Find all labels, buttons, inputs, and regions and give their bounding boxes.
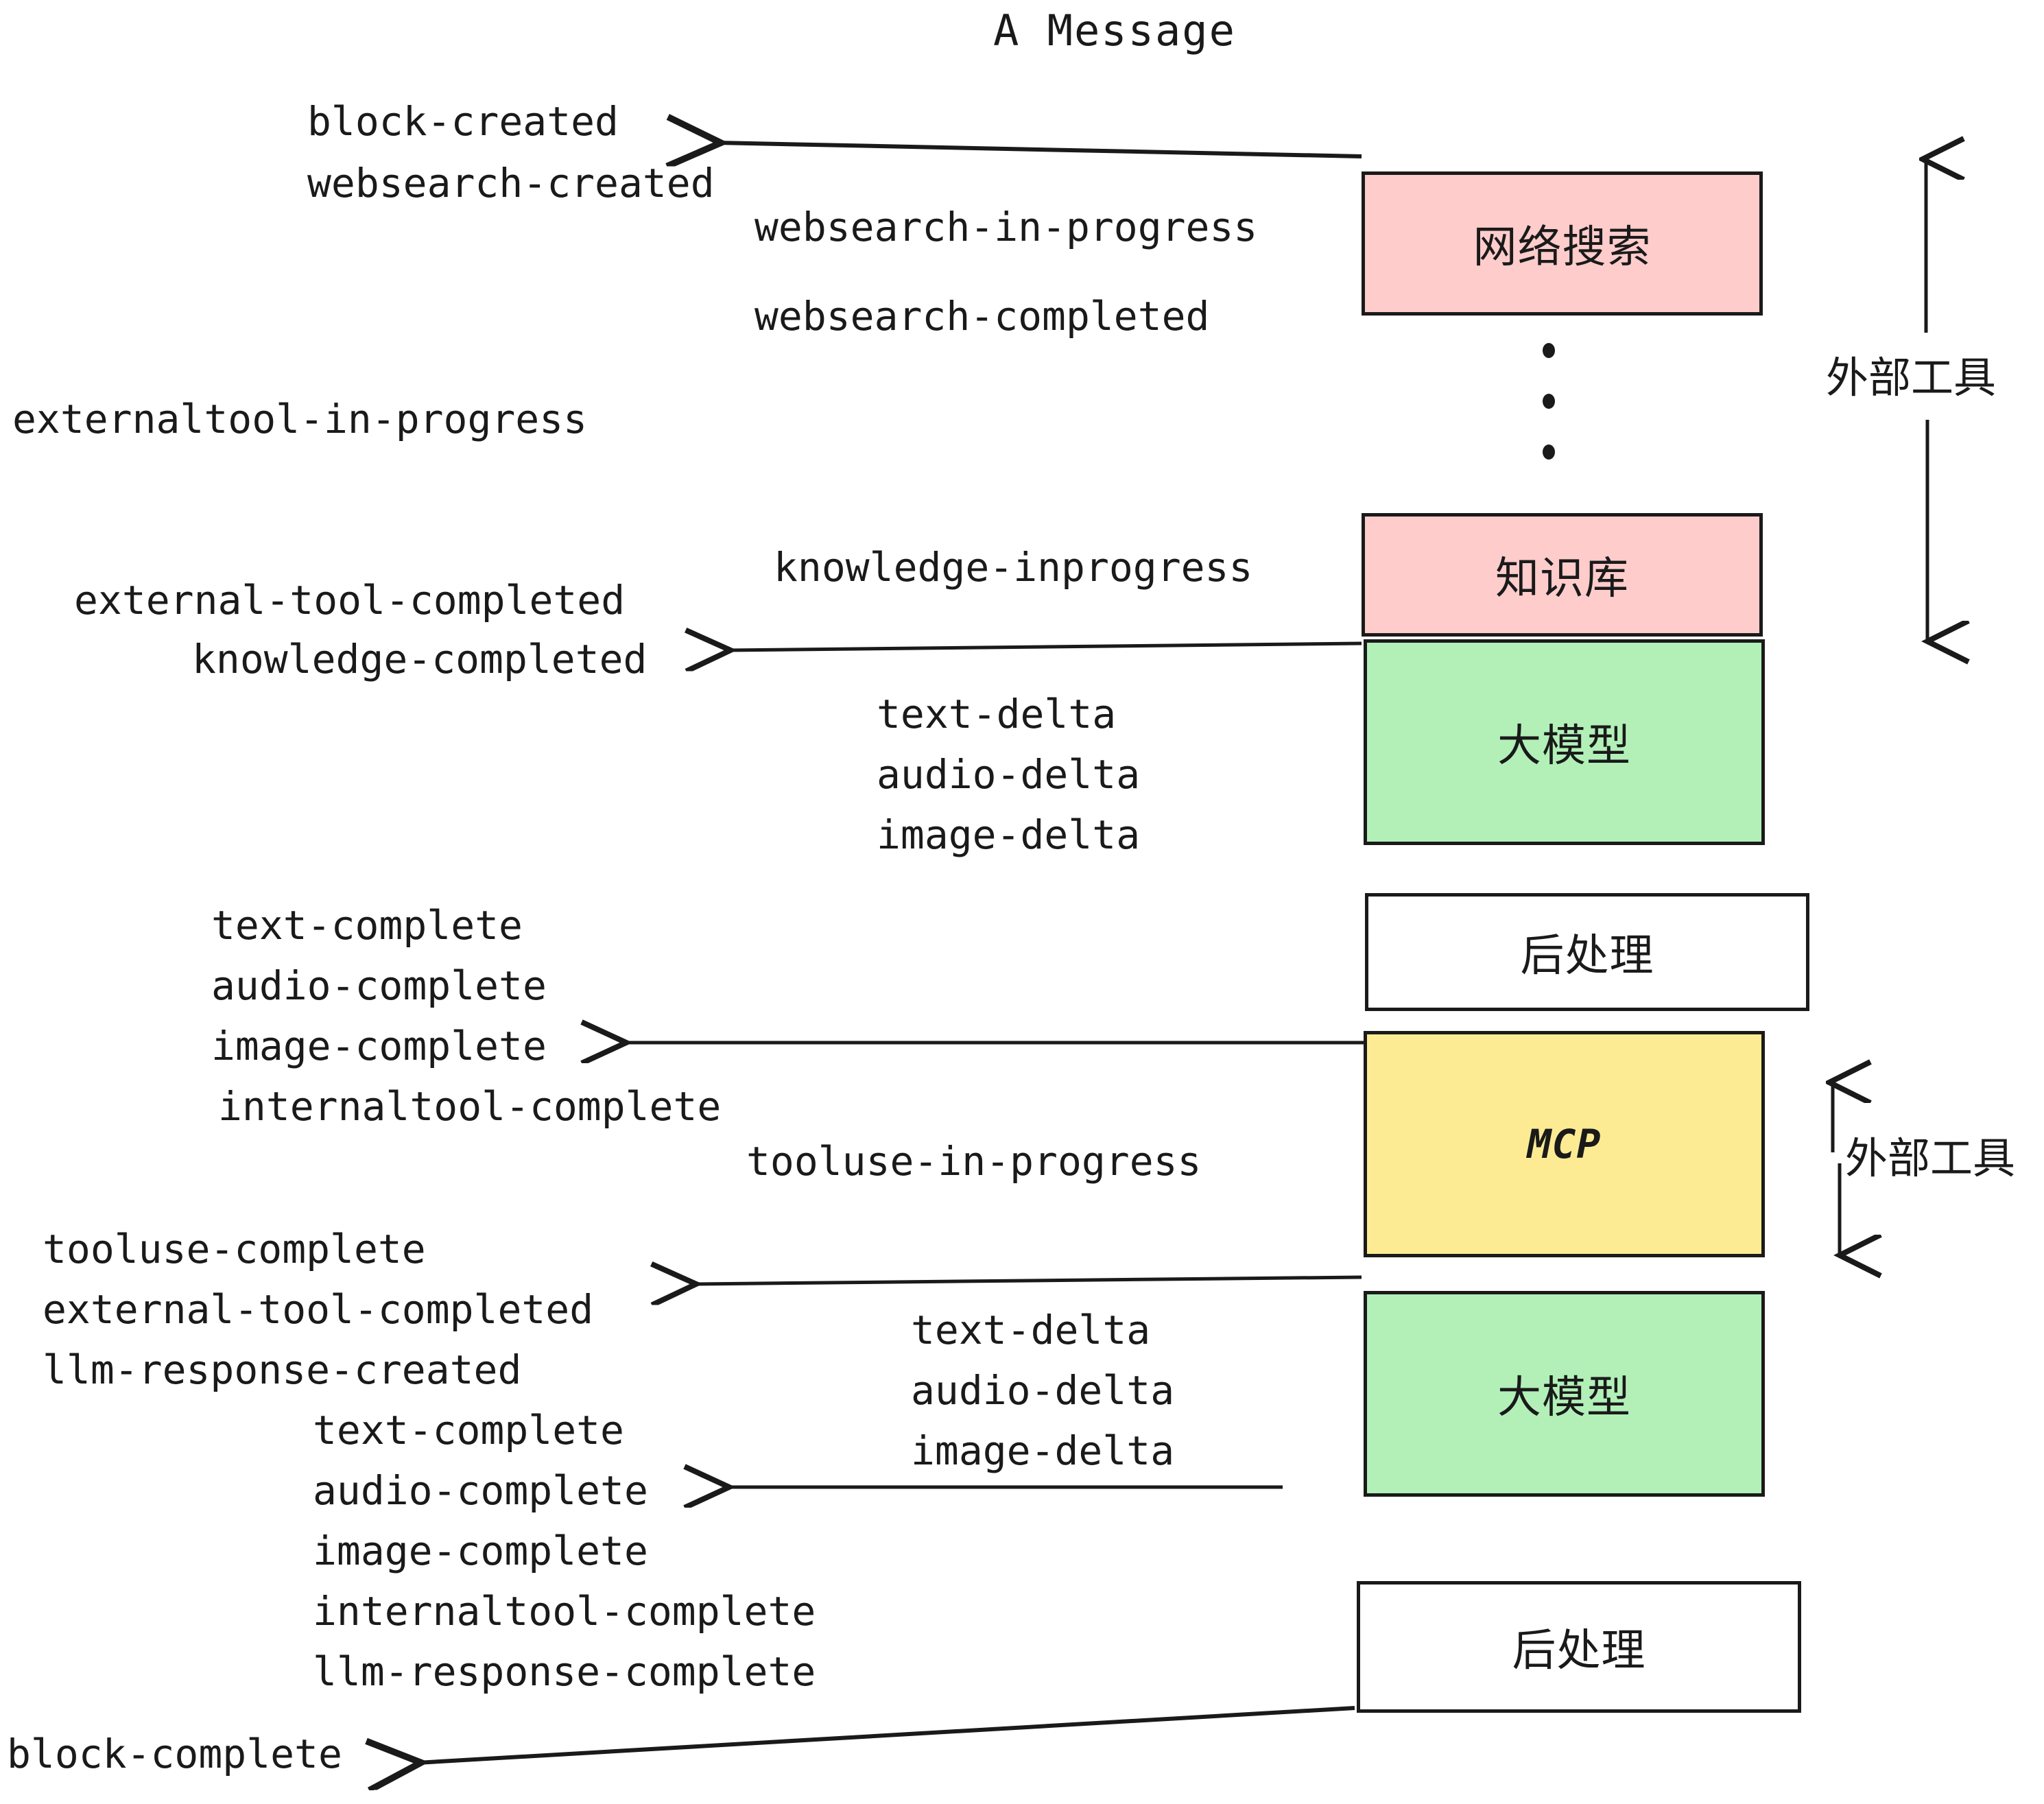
event-audio-complete-1: audio-complete [211,962,547,1009]
box-knowledge[interactable]: 知识库 [1362,513,1763,637]
vertical-ellipsis-dots [1542,343,1556,460]
event-externaltool-in-progress: externaltool-in-progress [12,396,588,442]
box-postprocess-top-label: 后处理 [1520,931,1654,982]
event-knowledge-completed: knowledge-completed [192,636,647,683]
box-llm-top-label: 大模型 [1497,721,1631,772]
event-block-created: block-created [307,98,619,145]
side-label-external-tools-top: 外部工具 [1826,353,1997,403]
event-image-complete-1: image-complete [211,1023,547,1069]
event-audio-delta-1: audio-delta [877,751,1141,798]
box-websearch-label: 网络搜索 [1473,222,1652,273]
event-llm-response-complete: llm-response-complete [313,1648,816,1695]
event-text-complete-2: text-complete [313,1407,624,1453]
box-llm-top[interactable]: 大模型 [1364,639,1765,845]
arrow-mcp-to-toolusecomplete [693,1277,1362,1284]
event-audio-complete-2: audio-complete [313,1467,648,1514]
event-text-complete-1: text-complete [211,902,523,949]
dot [1543,444,1555,460]
side-label-external-tools-bottom: 外部工具 [1845,1133,2016,1183]
box-llm-bottom[interactable]: 大模型 [1364,1291,1765,1497]
event-websearch-completed: websearch-completed [754,293,1210,340]
box-mcp[interactable]: MCP [1364,1031,1765,1257]
event-external-tool-completed-2: external-tool-completed [43,1286,594,1333]
arrow-websearch-to-blockcreated [717,143,1362,156]
event-image-delta-1: image-delta [877,811,1141,858]
event-internaltool-complete-1: internaltool-complete [218,1083,722,1130]
event-text-delta-2: text-delta [911,1307,1151,1353]
event-websearch-created: websearch-created [307,160,715,206]
event-llm-response-created: llm-response-created [43,1346,522,1393]
box-postprocess-bottom-label: 后处理 [1512,1626,1646,1676]
event-tooluse-in-progress: tooluse-in-progress [746,1138,1202,1185]
event-audio-delta-2: audio-delta [911,1367,1175,1414]
event-block-complete: block-complete [7,1731,342,1777]
event-image-delta-2: image-delta [911,1427,1175,1474]
box-llm-bottom-label: 大模型 [1497,1373,1631,1423]
event-knowledge-inprogress: knowledge-inprogress [774,544,1253,591]
box-knowledge-label: 知识库 [1495,554,1629,604]
dot [1543,343,1555,358]
event-internaltool-complete-2: internaltool-complete [313,1588,816,1635]
page-title: A Message [993,5,1236,56]
event-external-tool-completed-1: external-tool-completed [74,577,626,624]
event-websearch-in-progress: websearch-in-progress [754,204,1258,250]
event-text-delta-1: text-delta [877,691,1117,737]
event-tooluse-complete: tooluse-complete [43,1226,426,1272]
arrow-postprocessbottom-to-blockcomplete [417,1706,1355,1763]
dot [1543,394,1555,409]
box-websearch[interactable]: 网络搜索 [1362,171,1763,316]
box-postprocess-top[interactable]: 后处理 [1365,893,1809,1011]
box-mcp-label: MCP [1527,1121,1602,1167]
arrow-knowledge-to-knowledgecompleted [727,643,1362,650]
box-postprocess-bottom[interactable]: 后处理 [1357,1581,1801,1713]
event-image-complete-2: image-complete [313,1528,648,1574]
